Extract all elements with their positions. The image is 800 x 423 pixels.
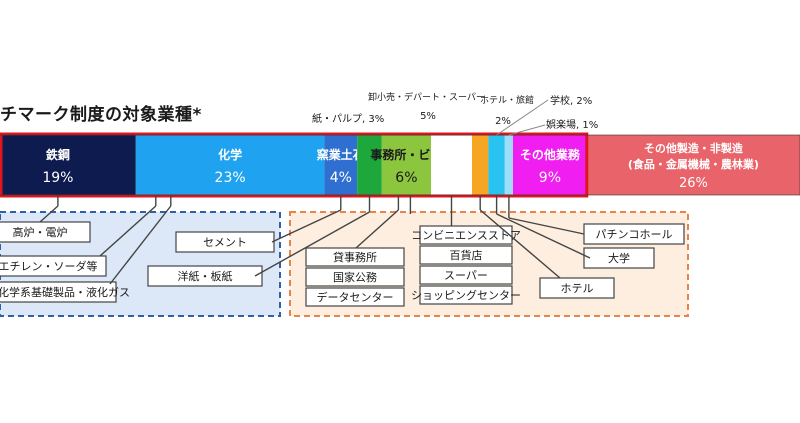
connector-line [496,213,591,259]
box-cement-box [175,231,275,253]
bar-outline [0,134,800,196]
bar-segment [431,135,472,195]
connector-line [271,209,342,243]
connector-line [254,211,370,277]
annotation-retail: 卸小売・デパート・スーパー [368,91,485,103]
annotation-amusement: 娯楽場, 1% [546,118,598,131]
bar-segment [488,135,505,195]
segment-label: (食品・金属機械・農林業) [628,157,759,171]
annotation-retail-value: 5% [420,111,436,122]
annotation-pulp: 紙・パルプ, 3% [312,112,384,125]
coverage-frame [0,132,589,198]
connector-line [99,205,157,257]
box-convenience-box [419,225,513,245]
box-department-label: 百貨店 [450,248,483,262]
bar-segment [324,135,358,195]
connector-line [508,217,585,235]
box-supermarket-box [419,265,513,285]
box-datacenter-box [305,287,405,307]
bar-segment [381,135,431,195]
segment-label: その他製造・非製造 [644,141,744,155]
leader-line [496,99,549,136]
segment-label: その他業務 [520,147,581,162]
segment-value: 19% [42,170,73,186]
box-convenience-label: コンビニエンスストア [411,229,521,242]
box-rental-office-label: 貸事務所 [333,250,377,264]
box-university-box [583,247,655,269]
segment-label: 事務所・ビル [370,147,442,162]
connector-line [355,209,399,249]
box-petrochem-label: 石油化学系基礎製品・液化ガス [0,285,130,299]
box-shopping-box [419,285,513,305]
bar-segment [513,135,587,195]
bar-segment [357,135,382,195]
segment-label: 化学 [218,147,242,162]
box-ethylene-label: エチレン・ソーダ等 [0,259,98,273]
bar-segment [504,135,513,195]
box-blast-furnace-label: 高炉・電炉 [13,225,68,239]
box-paper-label: 洋紙・板紙 [178,269,233,283]
box-petrochem-box [0,281,117,303]
bar-segment [472,135,489,195]
box-government-label: 国家公務 [333,270,377,284]
chart-title: チマーク制度の対象業種* [0,105,202,125]
annotation-hotel: ホテル・旅館 [480,94,534,106]
box-department-box [419,245,513,265]
box-cement-label: セメント [203,236,247,249]
box-shopping-label: ショッピングセンター [411,288,521,302]
box-hotel-label: ホテル [561,282,594,295]
annotation-hotel-value: 2% [495,116,511,127]
box-rental-office-box [305,247,405,267]
leader-line [508,124,546,136]
connector-line [109,205,172,285]
box-supermarket-label: スーパー [444,269,488,282]
box-university-label: 大学 [608,251,630,265]
connector-line [479,209,561,279]
connector-line [39,205,59,223]
annotation-school: 学校, 2% [550,94,592,107]
segment-label: 窯業土石 [317,147,365,162]
segment-value: 9% [539,170,561,186]
segment-value: 4% [330,170,352,186]
segment-value: 26% [679,176,708,191]
segment-value: 23% [215,170,246,186]
box-government-box [305,267,405,287]
box-pachinko-label: パチンコホール [596,228,673,241]
box-paper-box [147,265,263,287]
segment-value: 6% [395,170,417,186]
bar-segment [0,135,136,195]
bar-segment [135,135,325,195]
box-ethylene-box [0,255,107,277]
segment-label: 鉄鋼 [46,147,70,162]
bar-segment [586,135,800,195]
box-hotel-box [539,277,615,299]
box-datacenter-label: データセンター [317,290,394,304]
